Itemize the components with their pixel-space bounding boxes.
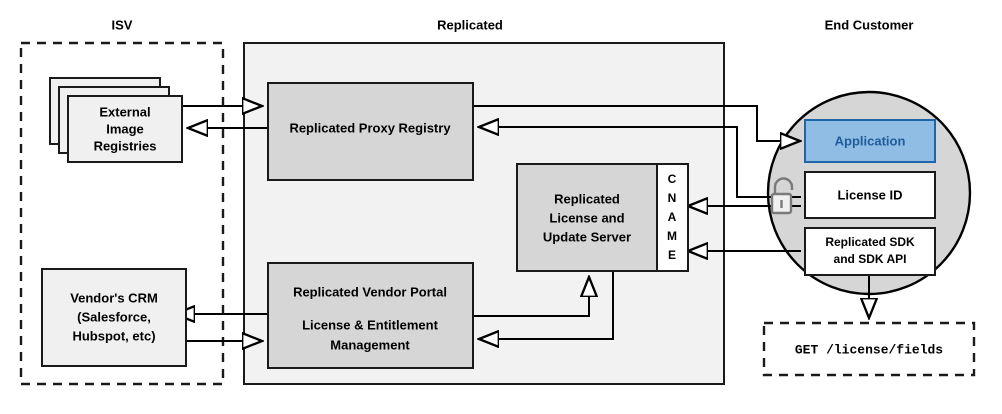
flow-licenseid-to-proxy	[479, 127, 801, 198]
vendors-crm-label-line3: Hubspot, etc)	[72, 328, 155, 343]
flow-vendor-portal-to-license-server	[473, 277, 589, 317]
vendors-crm[interactable]	[41, 268, 187, 367]
cname-letter-m: M	[667, 229, 677, 243]
application[interactable]	[804, 119, 936, 163]
vendors-crm-label-line2: (Salesforce,	[77, 309, 151, 324]
zone-title-isv: ISV	[112, 17, 133, 32]
flow-proxy-to-application	[473, 105, 800, 141]
replicated-sdk-label-line2: and SDK API	[834, 252, 907, 266]
replicated-sdk-label-line1: Replicated SDK	[825, 235, 915, 249]
external-image-registries[interactable]	[67, 95, 183, 163]
replicated-sdk[interactable]	[804, 227, 936, 276]
license-id[interactable]	[804, 171, 936, 219]
license-server-label-line2: License and	[549, 210, 624, 225]
cname-letter-c: C	[668, 172, 677, 186]
application-label: Application	[835, 133, 906, 148]
cname-sidecar[interactable]	[656, 163, 689, 272]
vendor-portal-label-line1: Replicated Vendor Portal	[293, 284, 447, 299]
vendor-portal-label-line3: Management	[330, 337, 410, 352]
flow-license-server-to-vendor-portal	[479, 271, 614, 339]
zone-title-replicated: Replicated	[437, 17, 503, 32]
vendor-portal-label-line2: License & Entitlement	[302, 317, 438, 332]
external-image-registries-label-line2: Image	[106, 121, 144, 136]
get-license-fields-label: GET /license/fields	[795, 342, 943, 357]
license-server-label-line3: Update Server	[543, 229, 631, 244]
replicated-vendor-portal[interactable]	[267, 262, 474, 369]
replicated-proxy-registry[interactable]	[267, 82, 474, 181]
vendors-crm-label-line1: Vendor's CRM	[70, 290, 158, 305]
isv-zone-boundary	[19, 41, 225, 386]
license-server-label-line1: Replicated	[554, 191, 620, 206]
external-image-registries-label-line3: Registries	[94, 138, 157, 153]
cname-letter-n: N	[668, 191, 677, 205]
license-id-label: License ID	[837, 187, 902, 202]
cname-letter-a: A	[668, 210, 677, 224]
unlock-icon	[770, 177, 794, 215]
external-image-registries-label-line1: External	[99, 104, 150, 119]
cname-letter-e: E	[668, 248, 676, 262]
zone-title-end-customer: End Customer	[825, 17, 914, 32]
get-license-fields-box	[762, 321, 976, 377]
replicated-proxy-registry-label: Replicated Proxy Registry	[289, 120, 451, 135]
